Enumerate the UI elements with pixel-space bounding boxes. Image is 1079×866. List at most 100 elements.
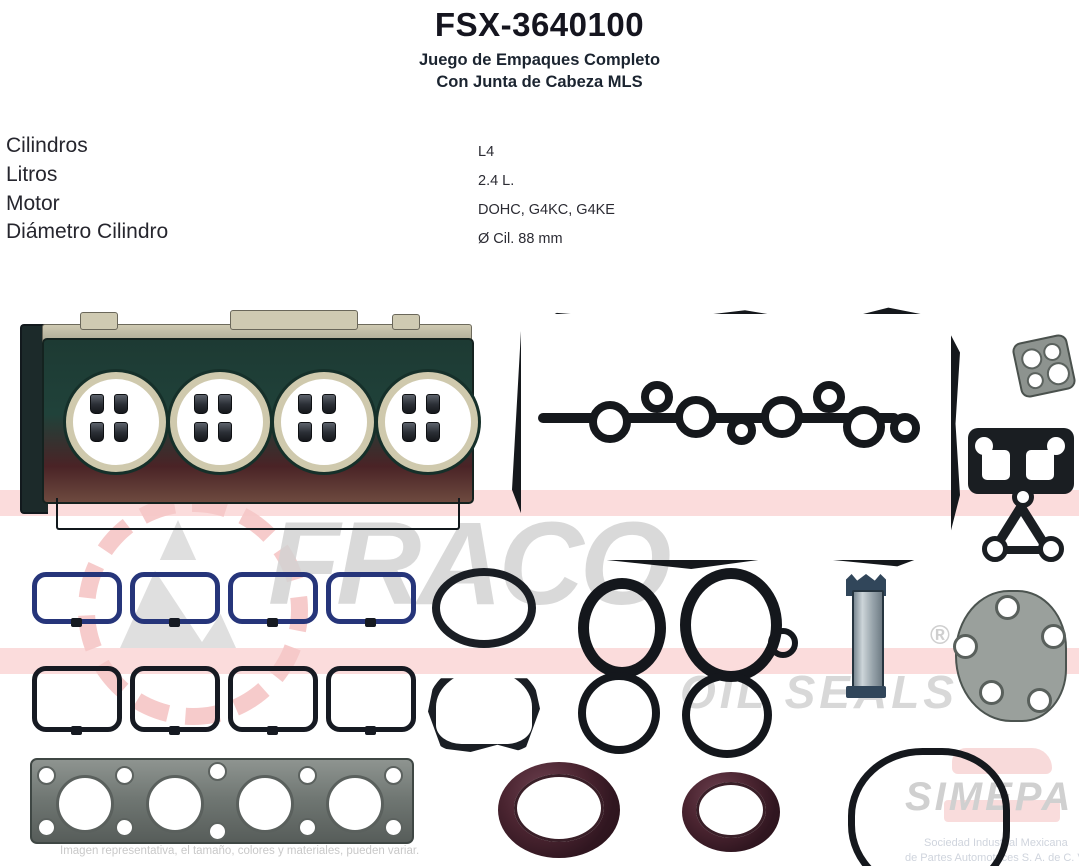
product-subtitle: Juego de Empaques Completo Con Junta de … bbox=[0, 49, 1079, 94]
spark-plug-hole bbox=[675, 396, 718, 439]
intake-manifold-gasket bbox=[130, 572, 220, 627]
valve-stem-seal bbox=[426, 394, 440, 414]
exhaust-bolt-hole bbox=[298, 818, 317, 837]
part-timing-cover-gasket bbox=[848, 748, 1010, 866]
valve-stem-seal bbox=[90, 394, 104, 414]
spec-label-diametro-cilindro: Diámetro Cilindro bbox=[6, 220, 169, 244]
valve-cover-gasket-center-rail bbox=[537, 413, 899, 424]
valve-stem-seal bbox=[114, 422, 128, 442]
valve-stem-seal bbox=[322, 422, 336, 442]
valve-stem-seal bbox=[426, 422, 440, 442]
product-subtitle-line1: Juego de Empaques Completo bbox=[418, 50, 661, 69]
header: FSX-3640100 Juego de Empaques Completo C… bbox=[0, 0, 1079, 93]
oil-cooler-hole bbox=[1041, 341, 1063, 363]
intake-manifold-gasket bbox=[32, 666, 122, 735]
oil-strainer-foot bbox=[846, 686, 886, 698]
valve-stem-seal bbox=[298, 422, 312, 442]
spec-label-motor: Motor bbox=[6, 191, 60, 215]
intake-gasket-tab bbox=[168, 726, 180, 735]
thermostat-bolt-hole bbox=[982, 536, 1008, 562]
part-throttle-body-gasket bbox=[432, 568, 536, 648]
o-ring bbox=[768, 628, 798, 658]
head-gasket-tab-2 bbox=[230, 310, 358, 330]
part-water-pump-gasket bbox=[953, 590, 1067, 722]
product-subtitle-line2: Con Junta de Cabeza MLS bbox=[436, 72, 643, 91]
disclaimer-text: Imagen representativa, el tamaño, colore… bbox=[60, 845, 420, 857]
specifications: Cilindros Litros Motor Diámetro Cilindro… bbox=[0, 132, 1079, 252]
part-crankshaft-seal-rear bbox=[498, 762, 620, 858]
intake-gasket-tab bbox=[364, 618, 376, 627]
intake-gasket-tab bbox=[168, 618, 180, 627]
spec-label-cilindros: Cilindros bbox=[6, 134, 88, 157]
part-oil-strainer bbox=[852, 590, 884, 692]
part-throttle-body-gasket-shaped bbox=[428, 678, 540, 752]
exhaust-bolt-hole bbox=[37, 766, 56, 785]
o-ring bbox=[680, 568, 782, 682]
intake-gasket-tab bbox=[70, 618, 82, 627]
page-title: FSX-3640100 bbox=[434, 6, 645, 43]
part-valve-cover-gasket bbox=[512, 305, 960, 569]
thermostat-port bbox=[982, 450, 1010, 480]
valve-stem-seal bbox=[218, 394, 232, 414]
head-gasket-tab-1 bbox=[80, 312, 118, 330]
water-pump-bolt-hole bbox=[1027, 688, 1052, 713]
part-head-gasket bbox=[20, 310, 492, 530]
head-gasket-lower-rail bbox=[56, 498, 460, 530]
exhaust-bolt-hole bbox=[115, 766, 134, 785]
valve-stem-seal bbox=[402, 422, 416, 442]
spec-value-motor: DOHC, G4KC, G4KE bbox=[478, 201, 615, 218]
intake-gasket-tab bbox=[70, 726, 82, 735]
exhaust-port bbox=[236, 775, 294, 833]
valve-stem-seal bbox=[194, 422, 208, 442]
spec-value-diametro-cilindro: Ø Cil. 88 mm bbox=[478, 230, 563, 247]
spec-value-litros: 2.4 L. bbox=[478, 172, 515, 189]
o-ring bbox=[578, 578, 666, 678]
spark-plug-hole bbox=[727, 415, 756, 445]
o-ring bbox=[682, 672, 772, 758]
oil-cooler-hole bbox=[1044, 360, 1073, 388]
exhaust-bolt-hole bbox=[208, 762, 227, 781]
spec-label-litros: Litros bbox=[6, 162, 58, 186]
valve-stem-seal bbox=[194, 394, 208, 414]
intake-gasket-tab bbox=[364, 726, 376, 735]
spark-plug-hole bbox=[589, 400, 632, 443]
intake-gasket-tab bbox=[266, 726, 278, 735]
valve-stem-seal bbox=[402, 394, 416, 414]
thermostat-port bbox=[1026, 450, 1054, 480]
oil-cooler-hole bbox=[1025, 370, 1046, 391]
water-pump-bolt-hole bbox=[979, 680, 1004, 705]
spec-value-column: L4 2.4 L. DOHC, G4KC, G4KE Ø Cil. 88 mm bbox=[478, 138, 615, 253]
oil-cooler-hole bbox=[1019, 346, 1045, 372]
intake-manifold-gasket bbox=[228, 572, 318, 627]
valve-stem-seal bbox=[90, 422, 104, 442]
valve-stem-seal bbox=[298, 394, 312, 414]
valve-stem-seal bbox=[322, 394, 336, 414]
valve-stem-seal bbox=[218, 422, 232, 442]
part-oil-cooler-gasket bbox=[1010, 332, 1078, 400]
o-ring bbox=[578, 672, 660, 754]
exhaust-bolt-hole bbox=[384, 818, 403, 837]
part-exhaust-manifold-gasket bbox=[30, 758, 414, 844]
exhaust-bolt-hole bbox=[115, 818, 134, 837]
parts-illustration bbox=[0, 290, 1079, 866]
part-crankshaft-seal-front bbox=[682, 772, 780, 852]
exhaust-port bbox=[146, 775, 204, 833]
thermostat-bolt-hole bbox=[1038, 536, 1064, 562]
valve-stem-seal bbox=[114, 394, 128, 414]
exhaust-bolt-hole bbox=[384, 766, 403, 785]
spark-plug-hole bbox=[813, 381, 845, 414]
intake-manifold-gasket bbox=[228, 666, 318, 735]
exhaust-bolt-hole bbox=[37, 818, 56, 837]
intake-gasket-tab bbox=[266, 618, 278, 627]
spark-plug-hole bbox=[641, 381, 673, 414]
spark-plug-hole bbox=[761, 396, 804, 439]
head-gasket-bore-1 bbox=[66, 372, 166, 472]
intake-manifold-gasket bbox=[326, 666, 416, 735]
water-pump-bolt-hole bbox=[953, 634, 978, 659]
exhaust-bolt-hole bbox=[208, 822, 227, 841]
head-gasket-tab-3 bbox=[392, 314, 420, 330]
crankshaft-seal-bore bbox=[696, 782, 766, 838]
intake-manifold-gasket bbox=[32, 572, 122, 627]
spark-plug-hole bbox=[843, 405, 886, 448]
